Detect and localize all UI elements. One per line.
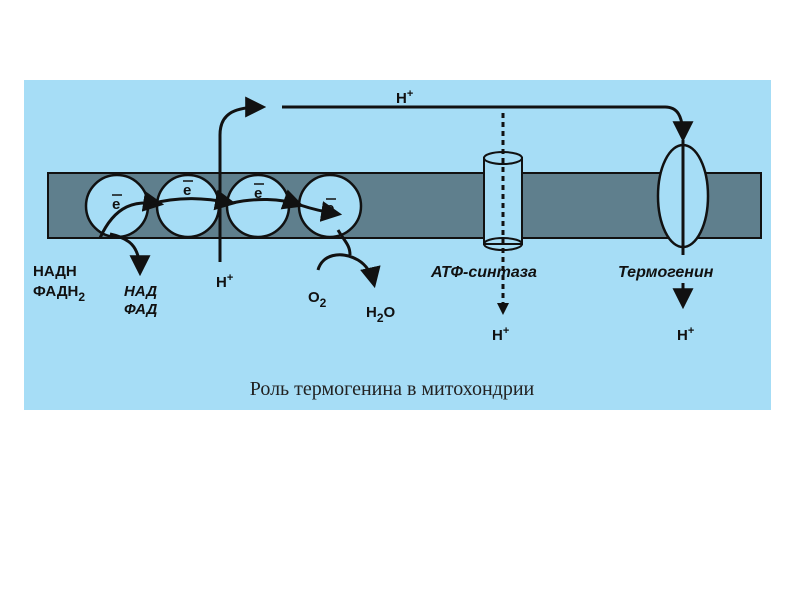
electron-label-1: e xyxy=(112,196,120,213)
thermogenin-channel xyxy=(656,140,710,310)
proton-pump-arrow xyxy=(218,96,267,262)
atp-synthase xyxy=(483,113,523,315)
nadh-label: НАДН xyxy=(33,263,77,280)
electron-flow-arrows xyxy=(98,189,381,289)
nad-label: НАД xyxy=(124,283,157,300)
electron-label-3: e xyxy=(254,185,262,202)
fad-label: ФАД xyxy=(124,301,158,318)
o2-label: O2 xyxy=(308,289,327,310)
h-plus-mid: H+ xyxy=(216,272,233,291)
h-plus-thermogenin: H+ xyxy=(677,325,694,344)
h2o-label: H2O xyxy=(366,304,396,325)
h-plus-top: H+ xyxy=(396,88,413,107)
diagram-panel xyxy=(24,80,771,410)
fadh-label: ФАДН2 xyxy=(33,283,85,304)
proton-return-arrow xyxy=(282,105,694,143)
diagram-caption: Роль термогенина в митохондрии xyxy=(250,378,535,400)
atp-synthase-label: АТФ-синтаза xyxy=(430,264,537,281)
electron-label-2: e xyxy=(183,182,191,199)
thermogenin-label: Термогенин xyxy=(618,264,714,281)
h-plus-atp: H+ xyxy=(492,325,509,344)
labels: H+ НАДН ФАДН2 НАД ФАД H+ O2 H2O АТФ-синт… xyxy=(33,88,714,344)
inner-membrane xyxy=(47,172,762,239)
